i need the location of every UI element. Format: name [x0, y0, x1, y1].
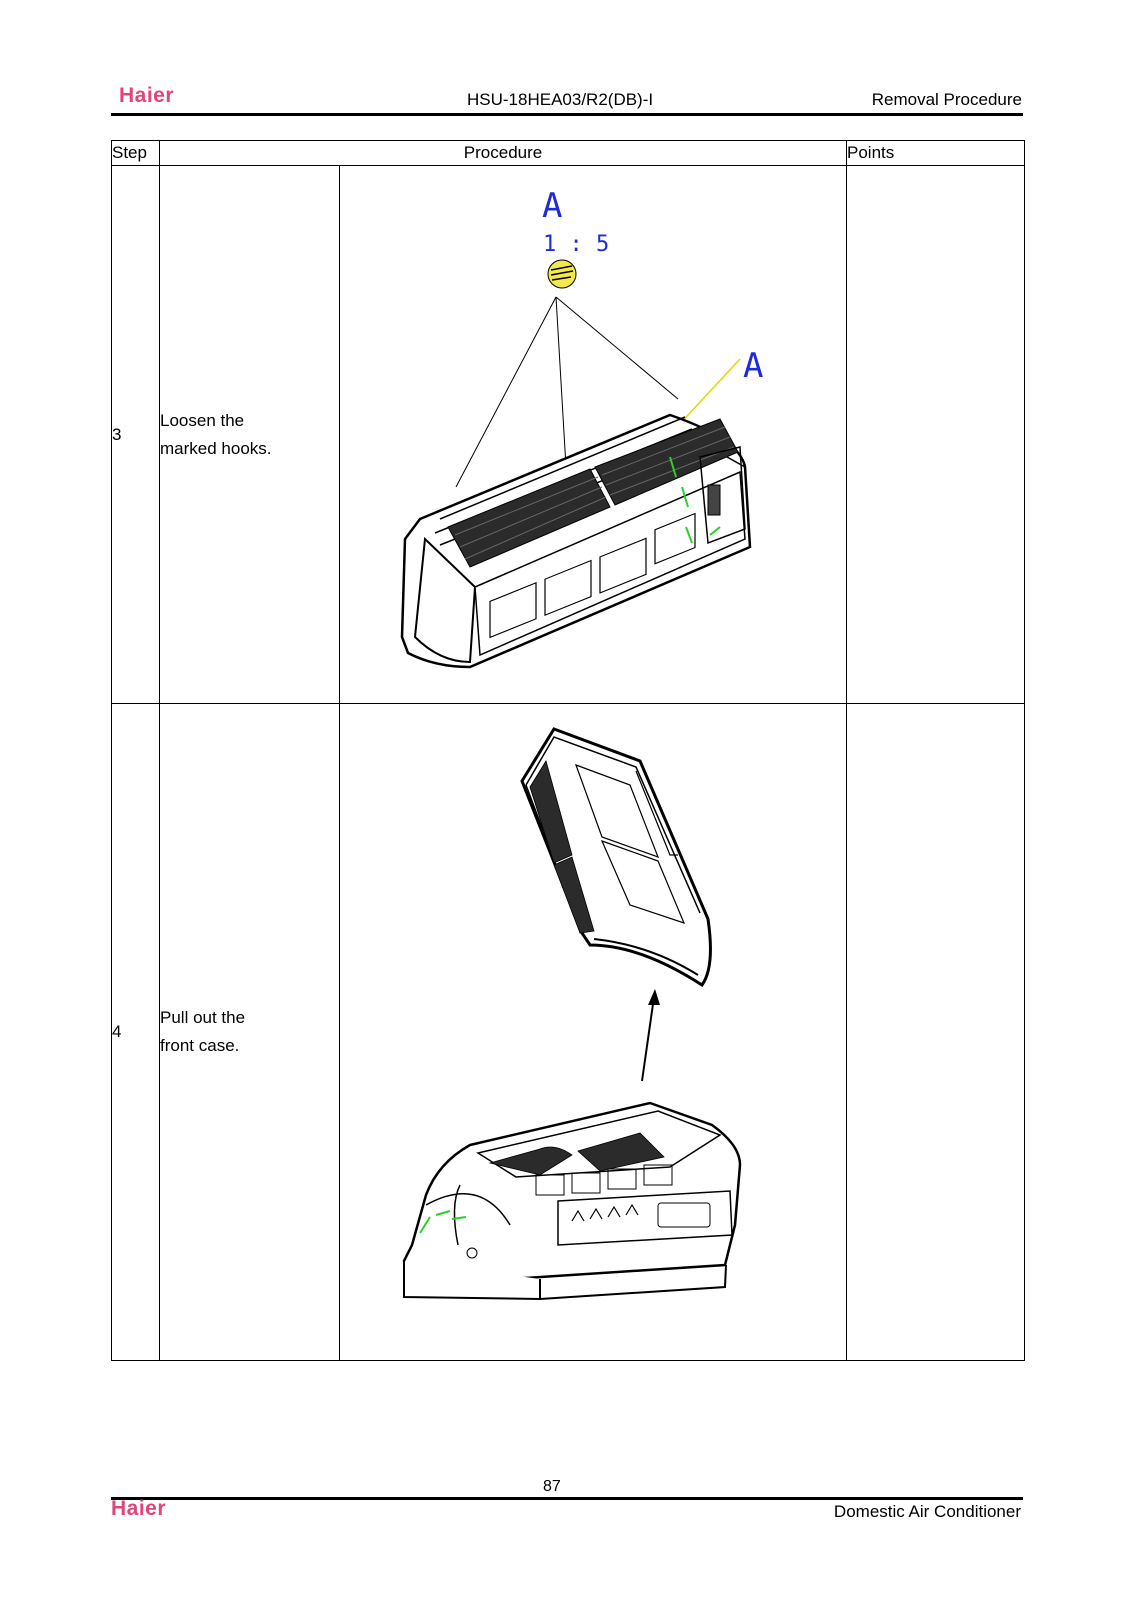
- callout-leader: [674, 358, 741, 430]
- step-text-line: marked hooks.: [160, 438, 272, 458]
- procedure-table: Step Procedure Points 3 Loosen the marke…: [111, 140, 1025, 1361]
- indoor-unit-open-drawing: [402, 1101, 742, 1301]
- hook-diagram: A 1 : 5 A: [400, 186, 763, 669]
- haier-logo-header: Haier: [119, 84, 175, 107]
- procedure-figure-cell: [339, 703, 847, 1361]
- detail-label: A: [542, 186, 562, 226]
- front-case-drawing: [520, 727, 712, 988]
- indoor-unit-drawing: [400, 413, 752, 669]
- section-title: Removal Procedure: [871, 90, 1022, 109]
- points-cell: [846, 165, 1025, 704]
- points-cell: [846, 703, 1025, 1361]
- table-row: 4 Pull out the front case.: [111, 703, 1025, 1361]
- front-case-diagram: [402, 727, 742, 1301]
- step-description: Loosen the marked hooks.: [159, 165, 340, 704]
- header-rule: [111, 113, 1023, 116]
- footer-rule: [111, 1497, 1023, 1500]
- step-text-line: Loosen the: [160, 410, 245, 430]
- haier-logo-footer: Haier: [111, 1497, 167, 1520]
- pull-direction-arrow: [641, 989, 660, 1082]
- leader-lines: [455, 296, 679, 488]
- step-number: 3: [111, 165, 160, 704]
- hook-detail-icon: [547, 259, 577, 289]
- column-header-step: Step: [111, 140, 160, 166]
- procedure-figure-cell: A 1 : 5 A: [339, 165, 847, 704]
- column-header-points: Points: [846, 140, 1025, 166]
- step-number: 4: [111, 703, 160, 1361]
- callout-label: A: [743, 346, 763, 386]
- model-number: HSU-18HEA03/R2(DB)-I: [467, 90, 654, 109]
- table-row: 3 Loosen the marked hooks. A 1 : 5: [111, 165, 1025, 704]
- column-header-procedure: Procedure: [159, 140, 847, 166]
- step-description: Pull out the front case.: [159, 703, 340, 1361]
- step-text-line: Pull out the: [160, 1008, 246, 1027]
- footer-text: Domestic Air Conditioner: [833, 1502, 1021, 1521]
- detail-scale: 1 : 5: [543, 232, 609, 257]
- table-header-row: Step Procedure Points: [111, 140, 1025, 166]
- page-number: 87: [543, 1478, 561, 1495]
- step-text-line: front case.: [160, 1036, 240, 1055]
